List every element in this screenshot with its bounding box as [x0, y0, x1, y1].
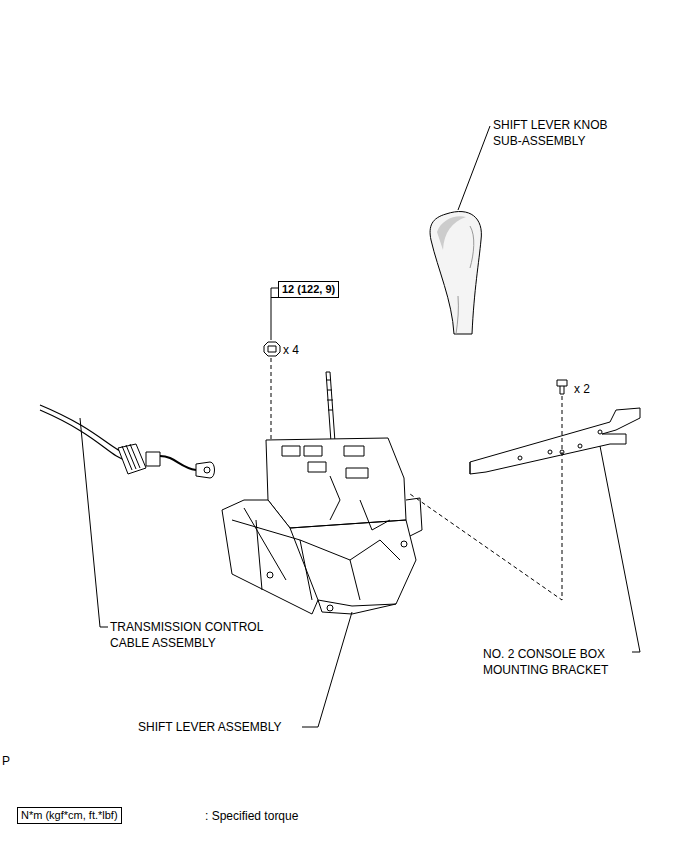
part-label: TRANSMISSION CONTROL CABLE ASSEMBLY: [110, 619, 280, 651]
part-label: SHIFT LEVER ASSEMBLY: [138, 719, 308, 735]
part-label: NO. 2 CONSOLE BOX MOUNTING BRACKET: [483, 646, 623, 678]
part-label: P: [2, 753, 22, 769]
torque-box: 12 (122, 9): [278, 281, 339, 298]
part-label: x 2: [574, 381, 614, 397]
torque-value: N*m (kgf*cm, ft.*lbf): [21, 809, 118, 821]
leader-line: [271, 297, 278, 298]
part-label: : Specified torque: [205, 808, 365, 824]
torque-value: 12 (122, 9): [282, 283, 335, 295]
legend-torque-box: N*m (kgf*cm, ft.*lbf): [17, 807, 122, 824]
part-label: SHIFT LEVER KNOB SUB-ASSEMBLY: [493, 117, 623, 149]
part-label: x 4: [283, 342, 323, 358]
